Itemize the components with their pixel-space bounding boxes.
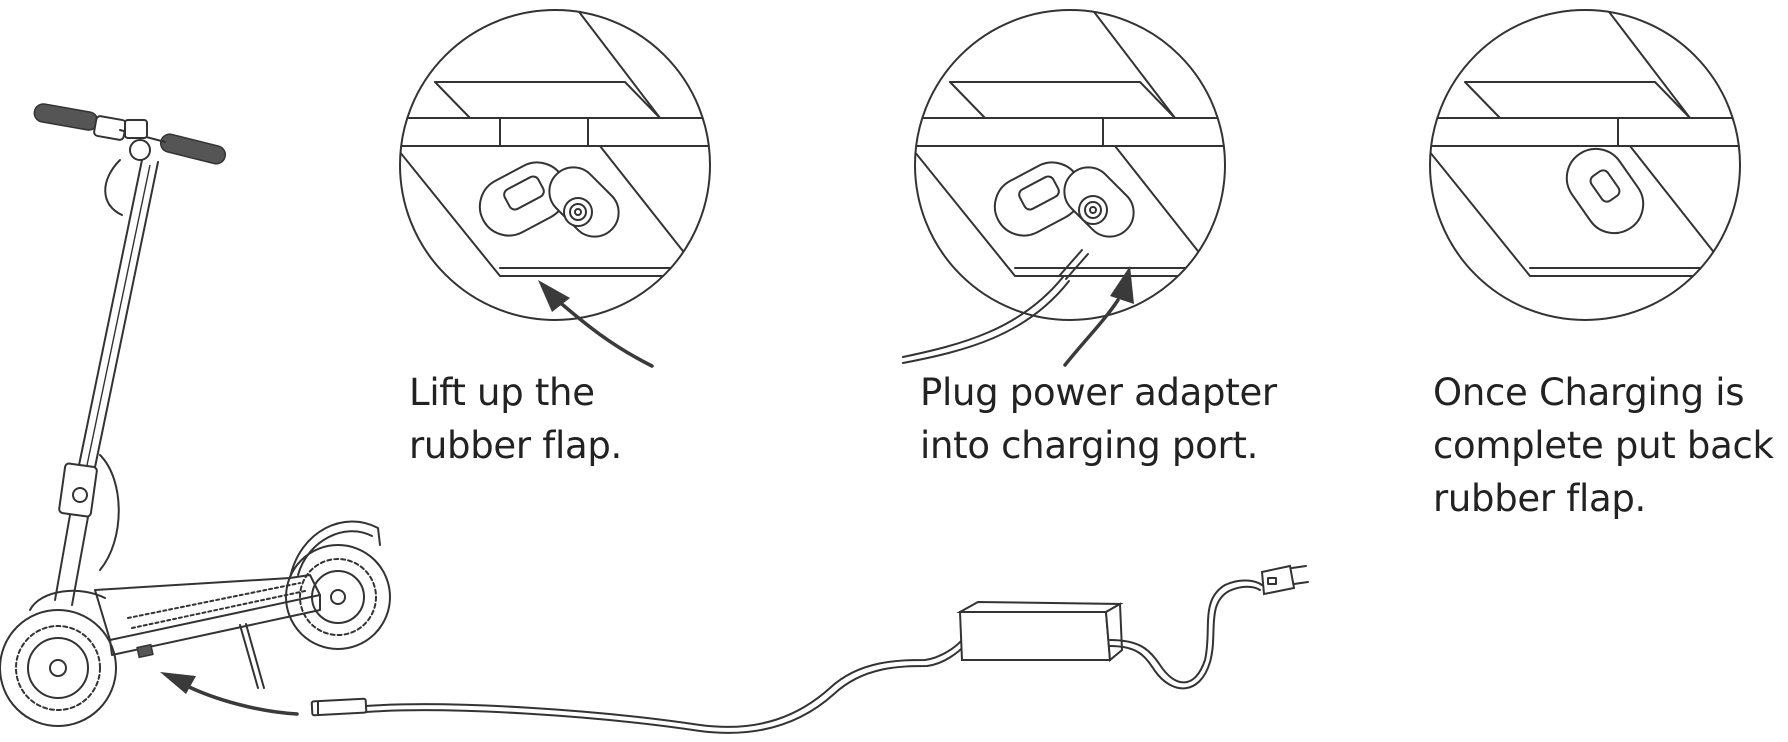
step-3-line-2: complete put back (1433, 424, 1774, 467)
arrow-icon (538, 280, 654, 368)
charging-port-icon (993, 161, 1135, 238)
step-2-caption: Plug power adapter into charging port. (920, 366, 1277, 472)
plug-icon (1109, 564, 1309, 690)
charging-port-icon (478, 161, 620, 238)
scooter-illustration (0, 103, 391, 727)
power-adapter-icon (956, 600, 1124, 662)
step-3-caption: Once Charging is complete put back rubbe… (1433, 366, 1774, 525)
arrow-icon (160, 672, 299, 716)
detail-circle-step-1 (399, 9, 711, 368)
step-3-line-3: rubber flap. (1433, 477, 1646, 520)
step-2-line-1: Plug power adapter (920, 371, 1277, 414)
detail-circle-step-2 (902, 9, 1226, 367)
front-wheel (0, 609, 117, 727)
charger-cable (310, 639, 967, 734)
step-1-line-1: Lift up the (409, 371, 595, 414)
step-2-line-2: into charging port. (920, 424, 1259, 467)
arrow-icon (1063, 266, 1134, 367)
charging-port-icon (1565, 147, 1645, 235)
detail-circle-step-3 (1429, 9, 1741, 321)
step-1-caption: Lift up the rubber flap. (409, 366, 622, 472)
step-3-line-1: Once Charging is (1433, 371, 1745, 414)
rear-wheel (285, 544, 391, 650)
step-1-line-2: rubber flap. (409, 424, 622, 467)
